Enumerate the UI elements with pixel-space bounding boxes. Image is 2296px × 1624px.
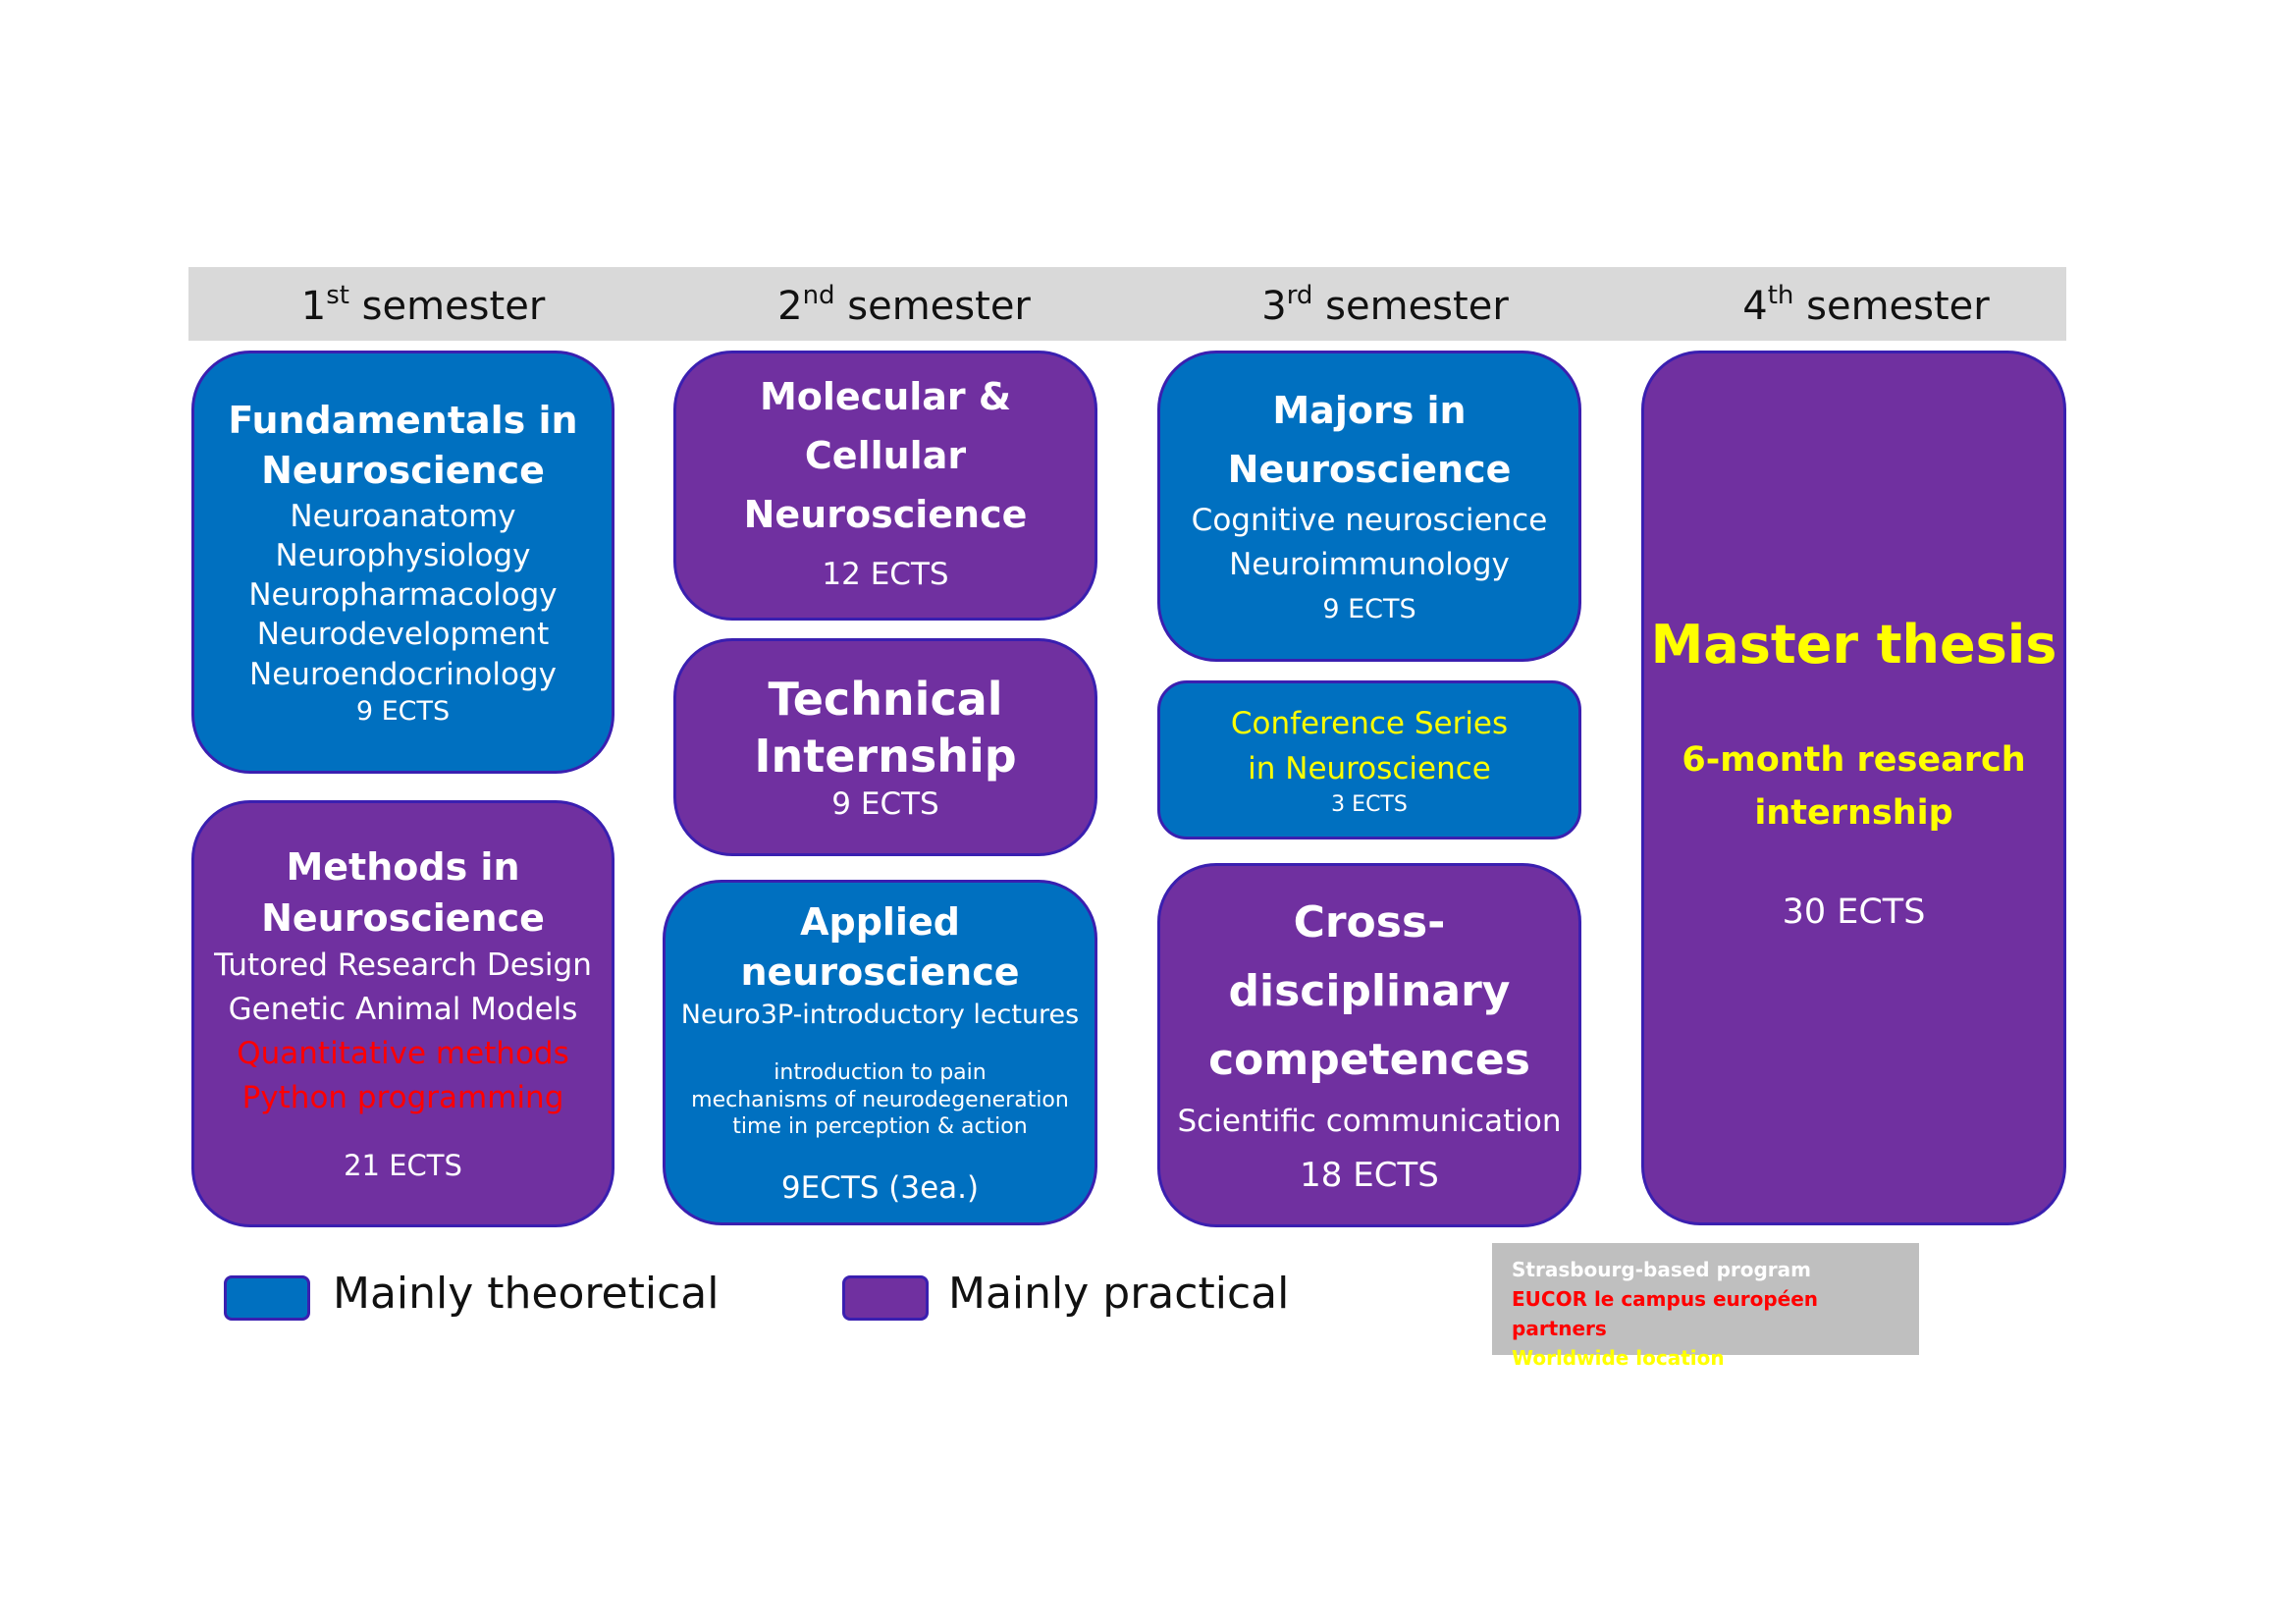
course-item: Neuropharmacology: [248, 577, 558, 614]
box-title: Technical: [768, 672, 1003, 726]
legend-label-theoretical: Mainly theoretical: [333, 1269, 720, 1319]
ects-label: 21 ECTS: [344, 1148, 462, 1182]
ects-label: 18 ECTS: [1300, 1155, 1439, 1195]
box-title: Neuroscience: [261, 449, 545, 493]
ects-label: 9 ECTS: [831, 785, 939, 822]
box-title: competences: [1208, 1034, 1530, 1085]
course-item: Neuroanatomy: [290, 498, 516, 534]
box-subtitle: 6-month research: [1682, 740, 2026, 780]
legend-label-practical: Mainly practical: [948, 1269, 1290, 1319]
box-title: Applied neuroscience: [740, 899, 1020, 995]
ects-label: 3 ECTS: [1331, 792, 1408, 818]
ects-label: 9ECTS (3ea.): [780, 1169, 980, 1206]
box-title: Master thesis: [1650, 614, 2057, 676]
box-title: in Neuroscience: [1248, 751, 1491, 787]
course-item: Neuroendocrinology: [249, 656, 557, 692]
semester-4: 4th semester: [1742, 281, 1990, 329]
course-item-partner: Python programming: [241, 1079, 564, 1115]
box-title: Conference Series: [1230, 706, 1509, 742]
semester-2: 2nd semester: [777, 281, 1031, 329]
semester-header: 1st semester 2nd semester 3rd semester 4…: [188, 267, 2066, 341]
legend-swatch-theoretical: [224, 1275, 310, 1321]
ects-label: 9 ECTS: [355, 695, 451, 727]
course-item: Neurophysiology: [275, 537, 531, 573]
course-item: Neurodevelopment: [256, 617, 550, 653]
box-title: Majors in: [1272, 389, 1467, 432]
semester-3: 3rd semester: [1261, 281, 1509, 329]
semester-1: 1st semester: [300, 281, 546, 329]
box-subtitle: internship: [1754, 793, 1953, 833]
methods-box: Methods in Neuroscience Tutored Research…: [191, 800, 614, 1227]
legend-swatch-practical: [842, 1275, 929, 1321]
box-title: Fundamentals in: [228, 398, 578, 442]
course-item: Tutored Research Design: [214, 947, 592, 983]
applied-box: Applied neuroscience Neuro3P-introductor…: [663, 880, 1097, 1225]
box-title: Neuroscience: [743, 492, 1028, 536]
course-item: time in perception & action: [732, 1114, 1028, 1140]
conference-box: Conference Series in Neuroscience 3 ECTS: [1157, 680, 1581, 839]
course-item: Scientific communication: [1177, 1103, 1562, 1139]
course-item: Genetic Animal Models: [228, 991, 578, 1027]
ects-label: 9 ECTS: [1322, 594, 1416, 624]
course-item: mechanisms of neurodegeneration: [691, 1087, 1069, 1112]
molecular-box: Molecular & Cellular Neuroscience 12 ECT…: [673, 351, 1097, 621]
box-subtitle: Neuro3P-introductory lectures: [680, 1000, 1080, 1031]
box-title: Internship: [754, 729, 1017, 783]
fundamentals-box: Fundamentals in Neuroscience Neuroanatom…: [191, 351, 614, 774]
technical-box: Technical Internship 9 ECTS: [673, 638, 1097, 856]
key-worldwide: Worldwide location: [1512, 1346, 1725, 1370]
ects-label: 12 ECTS: [822, 556, 949, 592]
majors-box: Majors in Neuroscience Cognitive neurosc…: [1157, 351, 1581, 662]
course-item: introduction to pain: [774, 1060, 987, 1086]
course-item-partner: Quantitative methods: [237, 1035, 569, 1071]
box-title: Molecular & Cellular: [759, 374, 1012, 477]
ects-label: 30 ECTS: [1782, 893, 1926, 932]
box-title: Neuroscience: [1227, 448, 1512, 491]
box-title: Methods in: [286, 845, 520, 890]
cross-disciplinary-box: Cross- disciplinary competences Scientif…: [1157, 863, 1581, 1227]
key-strasbourg: Strasbourg-based program: [1512, 1258, 1811, 1281]
box-title: Neuroscience: [261, 895, 545, 940]
course-item: Cognitive neuroscience: [1191, 503, 1548, 538]
course-item: Neuroimmunology: [1229, 547, 1510, 582]
box-title: Cross- disciplinary: [1228, 896, 1511, 1016]
master-thesis-box: Master thesis 6-month research internshi…: [1641, 351, 2066, 1225]
key-eucor: EUCOR le campus européen partners: [1512, 1287, 1819, 1340]
location-key: Strasbourg-based program EUCOR le campus…: [1492, 1243, 1919, 1370]
